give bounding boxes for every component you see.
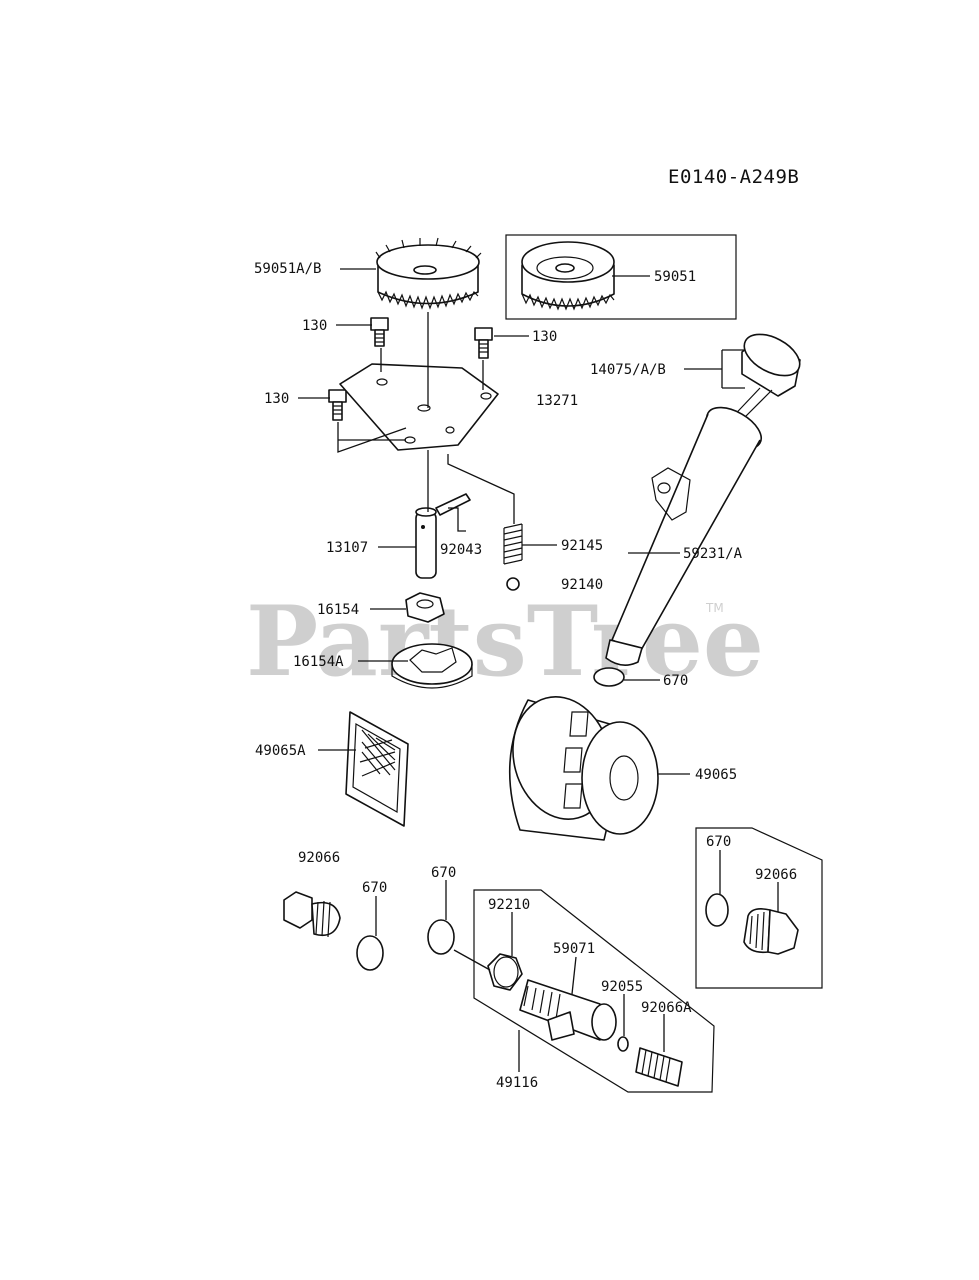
ball-92140[interactable] xyxy=(506,577,520,591)
label-670-inset[interactable]: 670 xyxy=(706,834,731,850)
gear-59051ab[interactable] xyxy=(375,237,482,310)
label-670-mid[interactable]: 670 xyxy=(431,865,456,881)
label-92066-inset[interactable]: 92066 xyxy=(755,867,797,883)
nut-92210[interactable] xyxy=(487,953,523,991)
label-59231a[interactable]: 59231/A xyxy=(683,546,743,562)
gear-inset-box xyxy=(505,234,737,320)
label-16154[interactable]: 16154 xyxy=(317,602,359,618)
bolt-130-left[interactable] xyxy=(328,389,347,421)
label-130-a[interactable]: 130 xyxy=(302,318,327,334)
bolt-130-top-right[interactable] xyxy=(474,327,493,359)
o-ring-670-inset[interactable] xyxy=(705,893,729,927)
oil-filler-pipe-59231[interactable] xyxy=(605,399,768,666)
part-labels: 59051A/B 59051 130 130 130 13271 14075/A… xyxy=(254,261,797,1091)
label-92140[interactable]: 92140 xyxy=(561,577,603,593)
outer-rotor-16154a[interactable] xyxy=(391,643,473,689)
label-92055[interactable]: 92055 xyxy=(601,979,643,995)
gear-59051[interactable] xyxy=(521,241,615,311)
watermark-tm: TM xyxy=(705,601,724,615)
label-13107[interactable]: 13107 xyxy=(326,540,368,556)
label-92066a[interactable]: 92066A xyxy=(641,1000,692,1016)
label-92210[interactable]: 92210 xyxy=(488,897,530,913)
label-92043[interactable]: 92043 xyxy=(440,542,482,558)
o-ring-670-filler[interactable] xyxy=(593,667,625,687)
drain-plug-92066-inset[interactable] xyxy=(743,908,799,955)
label-92145[interactable]: 92145 xyxy=(561,538,603,554)
label-130-c[interactable]: 130 xyxy=(264,391,289,407)
label-92066[interactable]: 92066 xyxy=(298,850,340,866)
pin-92043[interactable] xyxy=(435,493,471,516)
washer-92055[interactable] xyxy=(617,1036,629,1052)
watermark: PartsTree xyxy=(246,585,764,698)
diagram-code: E0140-A249B xyxy=(668,166,799,188)
drain-plug-92066[interactable] xyxy=(283,891,341,938)
relief-valve-92066a[interactable] xyxy=(635,1047,683,1087)
label-13271[interactable]: 13271 xyxy=(536,393,578,409)
label-14075ab[interactable]: 14075/A/B xyxy=(590,362,666,378)
label-59051[interactable]: 59051 xyxy=(654,269,696,285)
o-ring-670-left[interactable] xyxy=(356,935,384,971)
label-670-left[interactable]: 670 xyxy=(362,880,387,896)
inset-a-box xyxy=(695,827,823,989)
label-49116[interactable]: 49116 xyxy=(496,1075,538,1091)
pump-cover-plate-13271[interactable] xyxy=(339,363,499,451)
leader-lines xyxy=(298,268,779,1072)
label-16154a[interactable]: 16154A xyxy=(293,654,344,670)
label-59051ab[interactable]: 59051A/B xyxy=(254,261,321,277)
bolt-130-top-left[interactable] xyxy=(370,317,389,347)
label-130-b[interactable]: 130 xyxy=(532,329,557,345)
o-ring-670-mid[interactable] xyxy=(427,919,455,955)
label-59071[interactable]: 59071 xyxy=(553,941,595,957)
kit-box-49116 xyxy=(473,889,715,1093)
label-49065[interactable]: 49065 xyxy=(695,767,737,783)
oil-filter-49065[interactable] xyxy=(500,686,659,841)
oil-screen-49065a[interactable] xyxy=(345,711,409,827)
label-670-filler[interactable]: 670 xyxy=(663,673,688,689)
inner-rotor-16154[interactable] xyxy=(405,592,445,623)
fitting-59071[interactable] xyxy=(519,979,617,1041)
label-49065a[interactable]: 49065A xyxy=(255,743,306,759)
pump-shaft-13107[interactable] xyxy=(415,507,437,579)
spring-92145[interactable] xyxy=(503,523,523,565)
